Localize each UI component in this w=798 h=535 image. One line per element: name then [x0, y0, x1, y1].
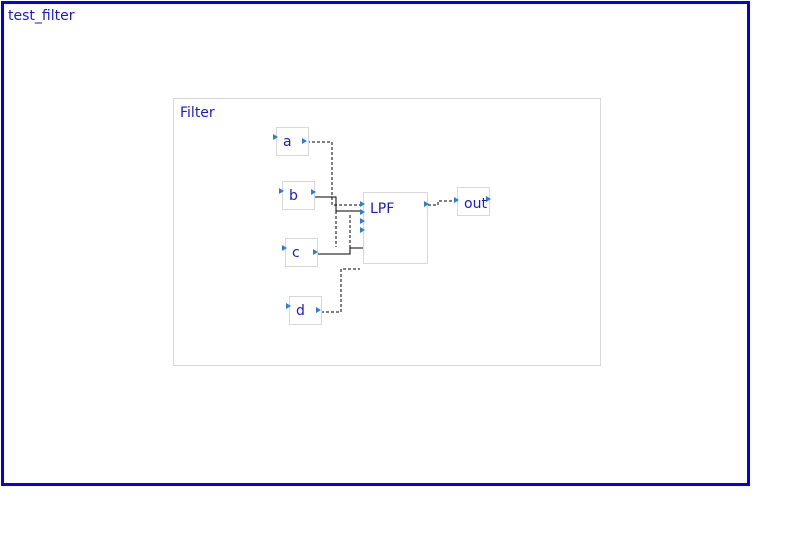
output-port-icon[interactable] — [311, 189, 316, 195]
output-port-icon[interactable] — [424, 201, 429, 207]
block-b-label: b — [289, 188, 298, 204]
block-lpf-label: LPF — [370, 201, 395, 217]
block-c-label: c — [292, 245, 300, 261]
input-port-icon[interactable] — [360, 201, 365, 207]
input-port-icon[interactable] — [282, 245, 287, 251]
input-port-icon[interactable] — [360, 209, 365, 215]
input-port-icon[interactable] — [286, 303, 291, 309]
output-port-icon[interactable] — [302, 138, 307, 144]
block-out-label: out — [464, 196, 487, 212]
group-title: Filter — [180, 105, 215, 121]
output-port-icon[interactable] — [316, 307, 321, 313]
block-c[interactable] — [285, 238, 318, 267]
canvas-frame — [1, 1, 750, 486]
output-port-icon[interactable] — [313, 249, 318, 255]
canvas-title: test_filter — [8, 8, 75, 24]
input-port-icon[interactable] — [360, 227, 365, 233]
block-d-label: d — [296, 303, 305, 319]
input-port-icon[interactable] — [360, 218, 365, 224]
filter-group[interactable] — [173, 98, 601, 366]
output-port-icon[interactable] — [486, 196, 491, 202]
input-port-icon[interactable] — [273, 134, 278, 140]
block-a-label: a — [283, 134, 292, 150]
block-b[interactable] — [282, 181, 315, 210]
input-port-icon[interactable] — [454, 197, 459, 203]
input-port-icon[interactable] — [279, 188, 284, 194]
